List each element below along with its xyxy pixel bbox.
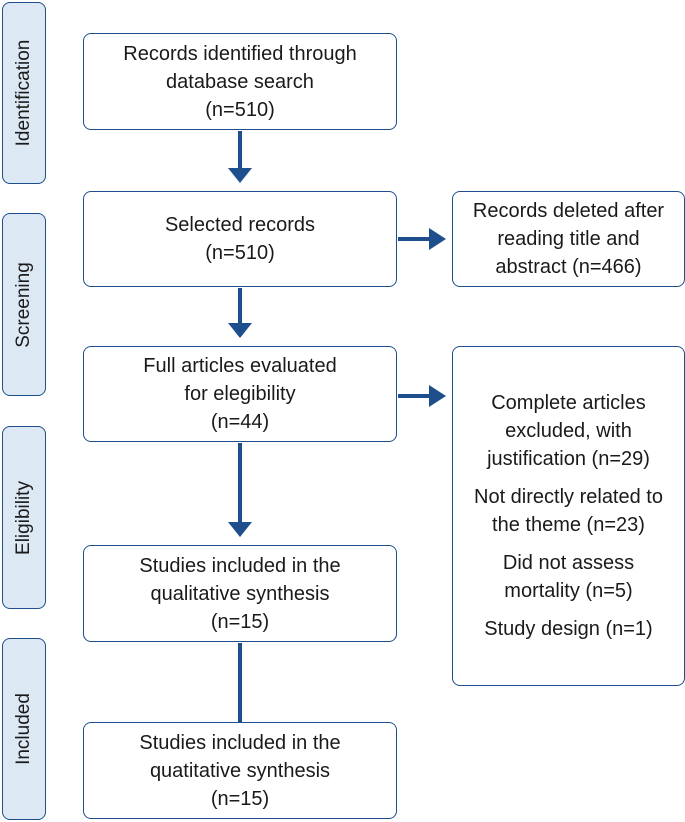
excluded-group-mortality: Did not assess mortality (n=5) bbox=[503, 549, 634, 605]
excluded-total-line-3: justification (n=29) bbox=[487, 448, 650, 470]
full-articles-box: Full articles evaluated for elegibility … bbox=[83, 346, 397, 442]
excluded-articles-box: Complete articles excluded, with justifi… bbox=[452, 346, 685, 686]
arrowhead-to-qualitative bbox=[228, 522, 252, 537]
records-deleted-line-1: Records deleted after bbox=[472, 200, 665, 222]
phase-included-label: Included bbox=[13, 693, 34, 765]
full-articles-line-2: for elegibility bbox=[184, 383, 296, 405]
arrowhead-to-excluded bbox=[429, 385, 446, 407]
qualitative-line-1: Studies included in the bbox=[139, 554, 341, 577]
phase-eligibility: Eligibility bbox=[2, 426, 46, 609]
arrowhead-to-deleted bbox=[429, 228, 446, 250]
excluded-mortality-line-2: mortality (n=5) bbox=[504, 580, 633, 602]
full-articles-count: (n=44) bbox=[210, 411, 270, 433]
excluded-theme-line-1: Not directly related to bbox=[474, 486, 663, 508]
excluded-group-design: Study design (n=1) bbox=[484, 615, 652, 643]
quantitative-line-2: quatitative synthesis bbox=[149, 759, 331, 782]
selected-records-count: (n=510) bbox=[205, 242, 275, 264]
phase-identification-label: Identification bbox=[13, 39, 34, 147]
arrowhead-to-selected bbox=[228, 168, 252, 183]
qualitative-count: (n=15) bbox=[210, 610, 270, 633]
selected-records-line-1: Selected records bbox=[164, 214, 316, 236]
phase-identification: Identification bbox=[2, 2, 46, 184]
qualitative-line-2: qualitative synthesis bbox=[150, 582, 330, 605]
excluded-group-theme: Not directly related to the theme (n=23) bbox=[474, 483, 663, 539]
phase-eligibility-label: Eligibility bbox=[13, 480, 34, 555]
qualitative-synthesis-box: Studies included in the qualitative synt… bbox=[83, 545, 397, 642]
records-deleted-line-3: abstract (n=466) bbox=[495, 256, 642, 278]
full-articles-line-1: Full articles evaluated bbox=[143, 355, 337, 377]
excluded-mortality-line-1: Did not assess bbox=[502, 552, 635, 574]
arrowhead-to-full bbox=[228, 323, 252, 338]
records-identified-box: Records identified through database sear… bbox=[83, 33, 397, 130]
quantitative-synthesis-box: Studies included in the quatitative synt… bbox=[83, 722, 397, 819]
phase-screening-label: Screening bbox=[13, 261, 34, 348]
records-identified-line-1: Records identified through bbox=[123, 42, 357, 65]
excluded-group-total: Complete articles excluded, with justifi… bbox=[487, 389, 650, 473]
phase-screening: Screening bbox=[2, 213, 46, 396]
quantitative-line-1: Studies included in the bbox=[139, 731, 341, 754]
records-identified-line-2: database search bbox=[166, 70, 314, 93]
selected-records-box: Selected records (n=510) bbox=[83, 191, 397, 287]
records-identified-count: (n=510) bbox=[205, 98, 275, 121]
excluded-total-line-2: excluded, with bbox=[505, 420, 632, 442]
excluded-total-line-1: Complete articles bbox=[491, 392, 646, 414]
excluded-design-line-1: Study design (n=1) bbox=[484, 618, 653, 640]
phase-included: Included bbox=[2, 638, 46, 820]
records-deleted-box: Records deleted after reading title and … bbox=[452, 191, 685, 287]
quantitative-count: (n=15) bbox=[210, 787, 270, 810]
excluded-theme-line-2: the theme (n=23) bbox=[492, 514, 645, 536]
records-deleted-line-2: reading title and bbox=[497, 228, 640, 250]
